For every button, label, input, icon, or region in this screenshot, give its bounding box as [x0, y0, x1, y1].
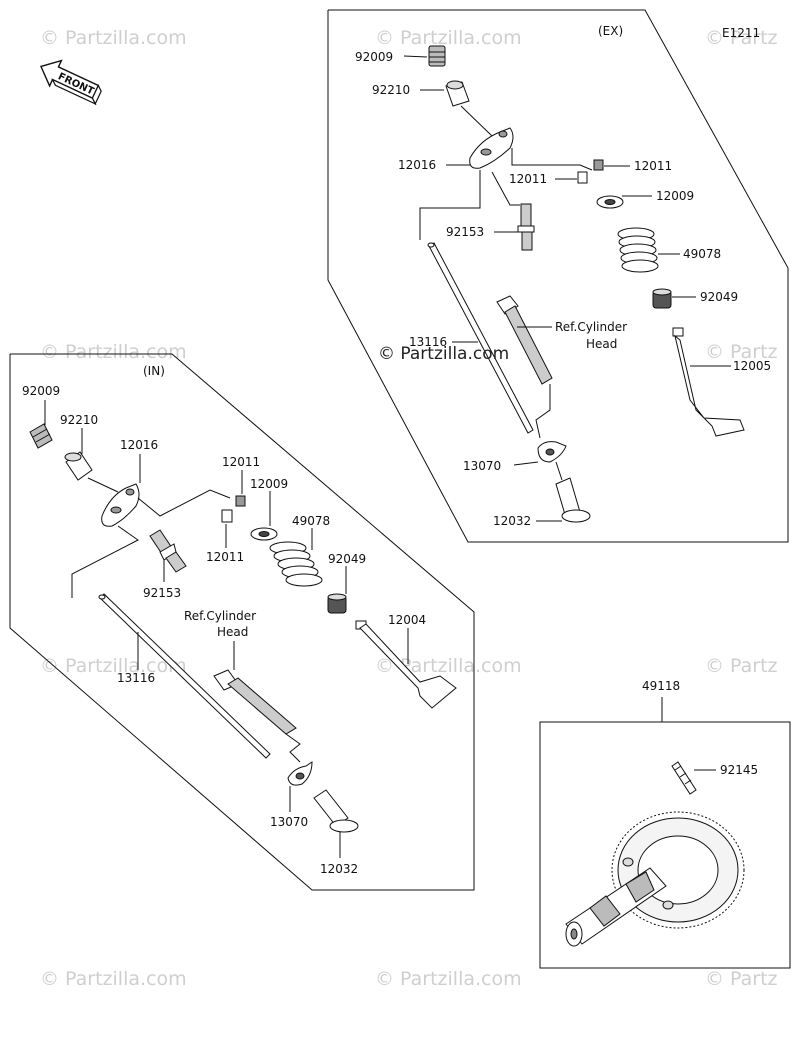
watermark: © Partz — [705, 341, 778, 363]
label-92009-ex: 92009 — [355, 50, 393, 64]
in-frame — [9, 353, 475, 891]
watermark: © Partzilla.com — [40, 968, 187, 990]
label-12016-ex: 12016 — [398, 158, 436, 172]
label-12009-in: 12009 — [250, 477, 288, 491]
label-12032-in: 12032 — [320, 862, 358, 876]
valve-spring-in — [269, 541, 323, 587]
lifter-plate-ex — [537, 441, 567, 463]
in-group: (IN) 92009 92210 12016 1201 — [9, 353, 475, 891]
front-arrow-icon: FRONT — [40, 59, 102, 106]
label-12011-in-b: 12011 — [206, 550, 244, 564]
push-rod-ex — [427, 242, 534, 434]
stud-bolt-in — [149, 529, 187, 573]
ref-cylinder-head-bolt-ex — [496, 295, 553, 385]
decomp-spring — [671, 761, 697, 795]
valve-keeper-in-2 — [221, 509, 233, 523]
tappet-ex — [555, 477, 591, 523]
camshaft — [565, 867, 667, 947]
watermarks: © Partzilla.com © Partzilla.com © Partz … — [40, 27, 778, 990]
label-92049-ex: 92049 — [700, 290, 738, 304]
label-92153-ex: 92153 — [446, 225, 484, 239]
label-13070-in: 13070 — [270, 815, 308, 829]
label-92009-in: 92009 — [22, 384, 60, 398]
ex-group: (EX) 92009 92210 12016 — [327, 9, 789, 543]
intake-valve — [355, 620, 457, 709]
label-92210-ex: 92210 — [372, 83, 410, 97]
label-ref-head-in: Head — [217, 625, 248, 639]
valve-spring-ex — [617, 227, 659, 273]
stud-bolt-ex — [517, 203, 535, 251]
valve-keeper-ex-2 — [577, 171, 588, 184]
valve-seal-in — [327, 593, 347, 614]
spring-retainer-in — [250, 527, 278, 541]
spring-retainer-ex — [596, 195, 624, 209]
label-ref-head-ex: Head — [586, 337, 617, 351]
label-12004-in: 12004 — [388, 613, 426, 627]
valve-keeper-in-1 — [235, 495, 246, 507]
rocker-arm-in — [101, 483, 140, 527]
label-ref-cylinder-ex: Ref.Cylinder — [555, 320, 627, 334]
watermark: © Partzilla.com — [375, 655, 522, 677]
label-12011-ex-a: 12011 — [634, 159, 672, 173]
watermark: © Partz — [705, 655, 778, 677]
ex-tag: (EX) — [598, 24, 623, 38]
watermark: © Partzilla.com — [40, 27, 187, 49]
watermark: © Partzilla.com — [40, 341, 187, 363]
valve-keeper-ex-1 — [593, 159, 604, 171]
watermark: © Partzilla.com — [375, 27, 522, 49]
label-13070-ex: 13070 — [463, 459, 501, 473]
cam-gear — [611, 811, 745, 929]
label-49078-in: 49078 — [292, 514, 330, 528]
watermark: © Partz — [705, 27, 778, 49]
camshaft-frame — [539, 721, 791, 969]
nut-ex — [445, 80, 470, 107]
label-12032-ex: 12032 — [493, 514, 531, 528]
lifter-plate-in — [287, 761, 313, 786]
label-49078-ex: 49078 — [683, 247, 721, 261]
valve-seal-ex — [652, 288, 672, 309]
label-12005-ex: 12005 — [733, 359, 771, 373]
label-92049-in: 92049 — [328, 552, 366, 566]
watermark: © Partzilla.com — [375, 968, 522, 990]
rocker-arm-ex — [469, 127, 514, 169]
label-92153-in: 92153 — [143, 586, 181, 600]
ref-cylinder-head-bolt-in — [213, 669, 297, 735]
tappet-in — [313, 789, 359, 833]
push-rod-in — [98, 593, 271, 759]
ex-frame — [327, 9, 789, 543]
label-12009-ex: 12009 — [656, 189, 694, 203]
camshaft-group: 49118 92145 — [539, 679, 791, 969]
label-92210-in: 92210 — [60, 413, 98, 427]
label-12011-ex-b: 12011 — [509, 172, 547, 186]
watermark: © Partz — [705, 968, 778, 990]
label-ref-cylinder-in: Ref.Cylinder — [184, 609, 256, 623]
adjuster-screw-in — [29, 423, 53, 449]
watermark: © Partzilla.com — [40, 655, 187, 677]
exhaust-valve — [672, 327, 745, 437]
label-49118: 49118 — [642, 679, 680, 693]
label-12016-in: 12016 — [120, 438, 158, 452]
nut-in — [64, 451, 93, 481]
label-13116-ex: 13116 — [409, 335, 447, 349]
in-tag: (IN) — [143, 364, 165, 378]
label-12011-in-a: 12011 — [222, 455, 260, 469]
adjuster-screw-ex — [428, 45, 446, 67]
center-watermark: © Partzilla.com — [378, 344, 509, 364]
label-13116-in: 13116 — [117, 671, 155, 685]
label-92145: 92145 — [720, 763, 758, 777]
diagram-code: E1211 — [722, 26, 760, 40]
